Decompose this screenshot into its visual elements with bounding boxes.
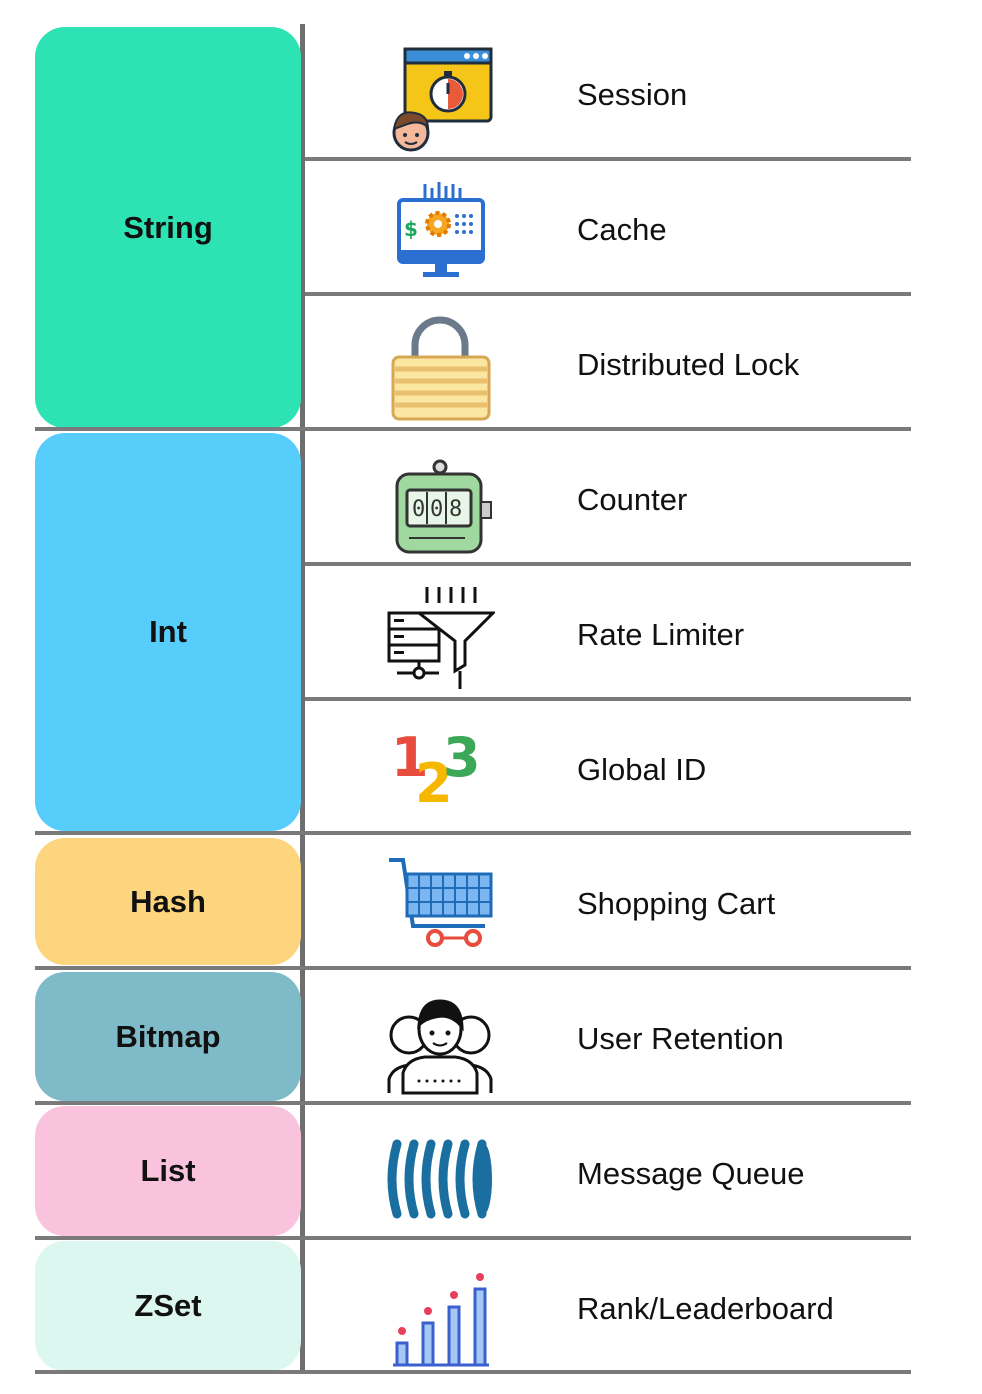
- row-separator: [305, 697, 911, 701]
- use-case-label: User Retention: [577, 1021, 784, 1056]
- type-string: String: [35, 27, 301, 428]
- column-divider: [300, 24, 305, 1372]
- svg-text:0: 0: [412, 497, 425, 522]
- use-case-shopping-cart: Shopping Cart: [305, 837, 911, 971]
- group-separator: [35, 831, 911, 835]
- type-int-label: Int: [149, 614, 187, 649]
- svg-text:2: 2: [415, 752, 453, 815]
- use-case-session: Session: [305, 28, 911, 162]
- bottom-border: [35, 1370, 911, 1374]
- use-case-label: Rate Limiter: [577, 617, 745, 652]
- type-hash: Hash: [35, 838, 301, 965]
- use-case-global-id: 1 2 3 Global ID: [305, 703, 911, 837]
- use-case-distributed-lock: Distributed Lock: [305, 298, 911, 432]
- use-case-label: Counter: [577, 482, 688, 517]
- row-separator: [305, 292, 911, 296]
- use-case-message-queue: Message Queue: [305, 1107, 911, 1241]
- use-case-label: Cache: [577, 212, 667, 247]
- row-separator: [305, 562, 911, 566]
- group-separator: [35, 966, 911, 970]
- type-zset: ZSet: [35, 1241, 301, 1371]
- session-stopwatch-icon: [385, 45, 495, 155]
- funnel-server-icon: [385, 585, 497, 695]
- use-case-label: Rank/Leaderboard: [577, 1291, 834, 1326]
- use-case-label: Global ID: [577, 752, 707, 787]
- group-separator: [35, 1101, 911, 1105]
- user-group-icon: [385, 989, 495, 1099]
- svg-text:0: 0: [430, 497, 443, 522]
- use-case-rate-limiter: Rate Limiter: [305, 568, 911, 702]
- use-case-user-retention: User Retention: [305, 972, 911, 1106]
- svg-text:1: 1: [391, 726, 429, 789]
- group-separator: [35, 427, 911, 431]
- use-case-label: Shopping Cart: [577, 886, 776, 921]
- type-zset-label: ZSet: [134, 1288, 202, 1323]
- svg-text:3: 3: [443, 726, 481, 789]
- use-case-label: Distributed Lock: [577, 347, 800, 382]
- type-hash-label: Hash: [130, 883, 206, 919]
- numbers-123-icon: 1 2 3: [385, 720, 495, 830]
- use-case-rank-leaderboard: Rank/Leaderboard: [305, 1242, 911, 1376]
- group-separator: [35, 1236, 911, 1240]
- type-bitmap-label: Bitmap: [115, 1018, 221, 1054]
- row-separator: [305, 157, 911, 161]
- svg-text:$: $: [404, 217, 418, 241]
- type-int: Int: [35, 433, 301, 831]
- use-case-label: Session: [577, 77, 688, 112]
- type-list: List: [35, 1106, 301, 1236]
- padlock-icon: [385, 315, 495, 425]
- message-queue-icon: [385, 1124, 495, 1234]
- type-list-label: List: [140, 1153, 196, 1188]
- use-case-cache: $ Cache: [305, 163, 911, 297]
- svg-text:8: 8: [449, 497, 462, 522]
- cache-monitor-icon: $: [385, 180, 495, 290]
- use-case-label: Message Queue: [577, 1156, 805, 1191]
- type-string-label: String: [123, 209, 213, 245]
- bar-chart-icon: [385, 1259, 495, 1369]
- type-bitmap: Bitmap: [35, 972, 301, 1101]
- shopping-cart-icon: [385, 854, 495, 964]
